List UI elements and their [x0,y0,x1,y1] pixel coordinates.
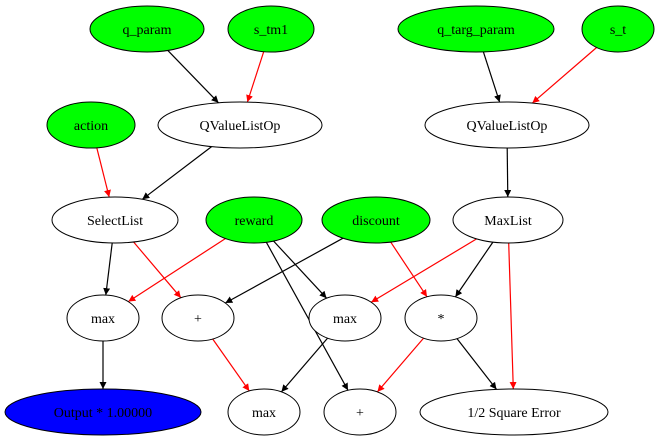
node-plus2-shape [323,388,397,436]
node-max3-shape [227,388,301,436]
node-selectlist-label: SelectList [87,214,143,229]
node-max1: max [66,294,140,342]
node-qvalue-left-shape [157,101,323,149]
node-max3-label: max [252,406,276,421]
node-action-label: action [74,119,108,134]
node-maxlist-label: MaxList [484,214,532,229]
node-qvalue-left: QValueListOp [157,101,323,149]
node-s-t: s_t [581,5,655,53]
node-discount: discount [321,196,431,244]
node-s-t-label: s_t [610,23,626,38]
node-qvalue-left-label: QValueListOp [200,119,281,134]
node-output: Output * 1.00000 [4,388,202,436]
node-selectlist: SelectList [51,196,179,244]
node-max1-shape [66,294,140,342]
node-maxlist-shape [452,196,564,244]
node-q-param-label: q_param [123,23,172,38]
edge-discount-to-times [390,241,428,298]
edge-selectlist-to-plus1 [133,241,182,299]
edge-action-to-selectlist [96,147,111,198]
edge-qvalue-right-to-maxlist [504,147,512,198]
node-s-tm1-shape [227,5,315,53]
edge-times-to-plus2 [376,337,425,393]
node-times: * [404,294,478,342]
node-q-targ-param: q_targ_param [397,5,555,53]
edge-s-tm1-to-qvalue-left [246,51,265,103]
edge-reward-to-max2 [273,240,328,299]
node-max2-label: max [333,312,357,327]
node-square-error-label: 1/2 Square Error [467,406,561,421]
node-discount-shape [321,196,431,244]
node-q-targ-param-shape [397,5,555,53]
node-action: action [46,101,136,149]
node-discount-label: discount [352,214,400,229]
edge-times-to-square-error [456,338,497,390]
node-times-shape [404,294,478,342]
edge-maxlist-to-max2 [370,238,477,303]
node-plus1-label: + [194,312,202,327]
edge-q-targ-param-to-qvalue-right [482,51,501,103]
node-plus1-shape [161,294,235,342]
node-s-tm1-label: s_tm1 [254,23,288,38]
node-max1-label: max [91,312,115,327]
node-square-error: 1/2 Square Error [419,388,609,436]
edge-qvalue-left-to-selectlist [141,146,212,200]
node-qvalue-right-shape [424,101,590,149]
node-q-param-shape [89,5,205,53]
node-plus1: + [161,294,235,342]
node-selectlist-shape [51,196,179,244]
edge-selectlist-to-max1 [103,242,113,296]
edge-maxlist-to-times [454,241,494,298]
node-reward-label: reward [235,214,274,229]
node-plus2: + [323,388,397,436]
edge-q-param-to-qvalue-left [167,49,219,104]
node-max3: max [227,388,301,436]
node-qvalue-right: QValueListOp [424,101,590,149]
node-s-tm1: s_tm1 [227,5,315,53]
node-maxlist: MaxList [452,196,564,244]
edge-reward-to-max1 [127,237,226,303]
edge-max2-to-max3 [280,337,329,393]
node-action-shape [46,101,136,149]
node-output-shape [4,388,202,436]
node-times-label: * [438,312,445,327]
node-q-targ-param-label: q_targ_param [437,23,515,38]
edge-maxlist-to-square-error [508,242,517,390]
edges-layer [96,47,597,393]
edge-discount-to-plus1 [225,237,344,304]
edge-reward-to-plus2 [265,241,349,391]
node-qvalue-right-label: QValueListOp [467,119,548,134]
node-q-param: q_param [89,5,205,53]
node-square-error-shape [419,388,609,436]
node-max2: max [308,294,382,342]
edge-plus1-to-max3 [212,338,250,392]
node-plus2-label: + [356,406,364,421]
node-max2-shape [308,294,382,342]
node-s-t-shape [581,5,655,53]
edge-s-t-to-qvalue-right [531,47,597,104]
node-reward: reward [205,196,303,244]
node-output-label: Output * 1.00000 [54,406,152,421]
node-reward-shape [205,196,303,244]
